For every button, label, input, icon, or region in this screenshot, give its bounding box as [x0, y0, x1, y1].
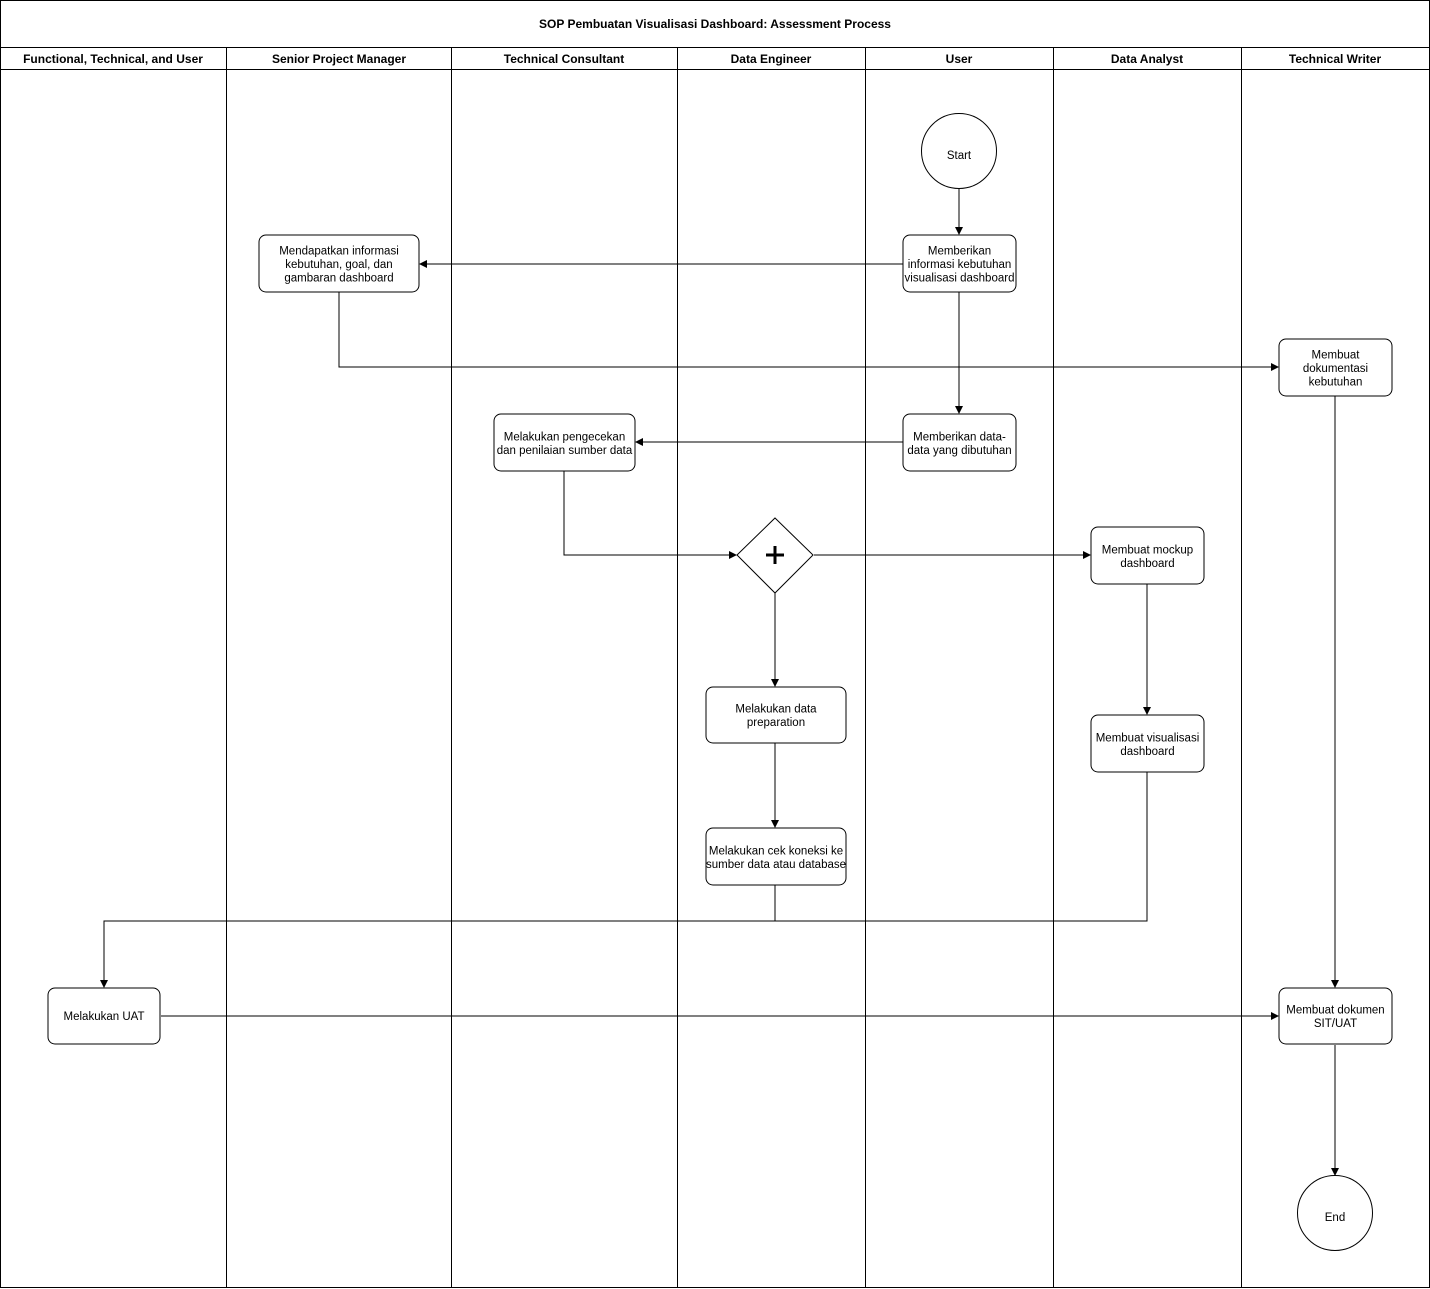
- task-membuat-visualisasi-dashboard[interactable]: [1090, 714, 1205, 773]
- task-label: Membuat mockup dashboard: [1102, 544, 1193, 570]
- label-line: Membuat dokumen: [1286, 1004, 1384, 1016]
- lane-header-functional-technical-user: Functional, Technical, and User: [23, 52, 203, 66]
- lane-header-data-analyst: Data Analyst: [1111, 52, 1183, 66]
- label-line: preparation: [747, 717, 805, 729]
- diagram-title: SOP Pembuatan Visualisasi Dashboard: Ass…: [539, 17, 891, 31]
- label-line: Melakukan cek koneksi ke: [709, 845, 843, 857]
- task-membuat-dokumen-sit-uat[interactable]: [1278, 987, 1393, 1045]
- task-label: Melakukan pengecekan dan penilaian sumber…: [497, 431, 633, 457]
- edge-spm-info-to-tw-doc: [338, 292, 1279, 371]
- start-event-label: Start: [947, 150, 972, 162]
- task-label: Melakukan data preparation: [735, 703, 817, 729]
- label-line: Membuat mockup: [1102, 544, 1193, 556]
- label-line: dokumentasi: [1303, 363, 1368, 375]
- label-line: Melakukan UAT: [64, 1011, 145, 1023]
- label-line: Membuat visualisasi: [1096, 732, 1200, 744]
- task-label: Melakukan UAT: [64, 1011, 145, 1023]
- task-membuat-mockup-dashboard[interactable]: [1090, 526, 1205, 585]
- gateway-plus-icon: [766, 546, 784, 564]
- label-line: Start: [947, 150, 972, 162]
- task-melakukan-pengecekan[interactable]: [493, 413, 636, 472]
- label-line: informasi kebutuhan: [908, 259, 1012, 271]
- label-line: Mendapatkan informasi: [279, 246, 399, 258]
- lane-header-user: User: [946, 52, 973, 66]
- lane-separators: [226, 47, 1242, 1288]
- lane-header-senior-project-manager: Senior Project Manager: [272, 52, 406, 66]
- label-line: End: [1325, 1212, 1345, 1224]
- label-line: visualisasi dashboard: [905, 273, 1015, 285]
- task-mendapatkan-informasi[interactable]: [258, 234, 420, 293]
- end-event-label: End: [1325, 1212, 1345, 1224]
- label-line: dashboard: [1120, 746, 1174, 758]
- label-line: kebutuhan, goal, dan: [285, 259, 392, 271]
- edge-de-conn-to-uat: [100, 885, 776, 988]
- task-melakukan-data-preparation[interactable]: [705, 686, 847, 744]
- lane-header-technical-consultant: Technical Consultant: [504, 52, 624, 66]
- start-event[interactable]: [921, 113, 997, 189]
- task-memberikan-informasi-kebutuhan[interactable]: [902, 234, 1017, 293]
- label-line: SIT/UAT: [1314, 1018, 1357, 1030]
- edge-tc-check-to-gateway: [563, 471, 737, 559]
- edge-da-vis-to-merge: [775, 772, 1148, 922]
- label-line: sumber data atau database: [706, 859, 846, 871]
- task-label: Melakukan cek koneksi ke sumber data atau…: [706, 845, 846, 871]
- end-event[interactable]: [1297, 1175, 1373, 1251]
- label-line: kebutuhan: [1309, 377, 1363, 389]
- label-line: Melakukan pengecekan: [504, 431, 625, 443]
- lane-headers: Functional, Technical, and User Senior P…: [23, 52, 1381, 66]
- lane-header-data-engineer: Data Engineer: [731, 52, 812, 66]
- edges: [100, 189, 1339, 1176]
- lane-header-technical-writer: Technical Writer: [1289, 52, 1382, 66]
- label-line: dashboard: [1120, 558, 1174, 570]
- task-label: Membuat visualisasi dashboard: [1096, 732, 1200, 758]
- task-label: Memberikan data-data yang dibutuhan: [907, 431, 1011, 457]
- task-melakukan-uat[interactable]: [47, 987, 161, 1045]
- label-line: Membuat: [1312, 350, 1361, 362]
- task-memberikan-data[interactable]: [902, 413, 1017, 472]
- task-membuat-dokumentasi-kebutuhan[interactable]: [1278, 338, 1393, 397]
- label-line: data yang dibutuhan: [907, 445, 1011, 457]
- label-line: Melakukan data: [735, 703, 817, 715]
- label-line: gambaran dashboard: [284, 273, 393, 285]
- label-line: Memberikan data-: [913, 431, 1006, 443]
- label-line: dan penilaian sumber data: [497, 445, 633, 457]
- label-line: Memberikan: [928, 246, 991, 258]
- task-melakukan-cek-koneksi[interactable]: [705, 827, 847, 886]
